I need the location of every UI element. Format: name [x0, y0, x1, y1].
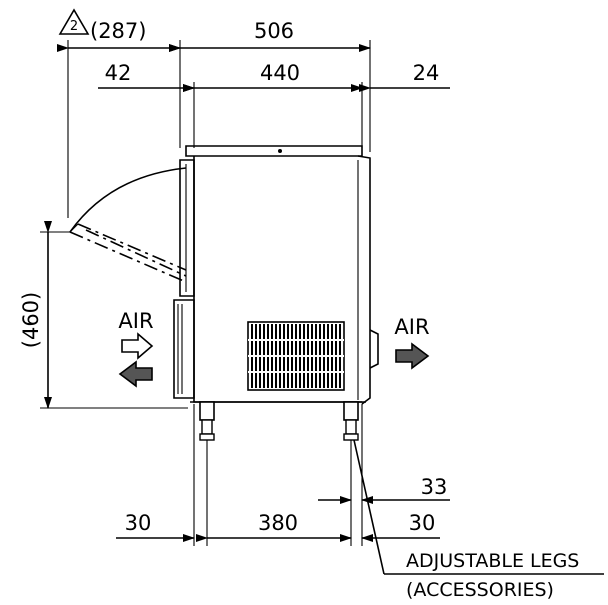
rear-air-outlet-arrow-icon [395, 342, 430, 370]
revision-triangle-icon: 2 [58, 8, 90, 35]
front-airflow: AIR [118, 309, 154, 388]
rear-airflow: AIR [394, 315, 430, 370]
front-door [179, 159, 195, 297]
adjustable-legs [199, 401, 359, 441]
door-swing-arc [69, 167, 187, 233]
top-dimensions [57, 40, 450, 218]
front-air-label: AIR [118, 309, 153, 333]
rear-connector [369, 329, 379, 369]
door-swing-label: (287) [90, 19, 146, 43]
front-offset-label: 42 [105, 61, 132, 85]
bottom-dimensions [116, 404, 450, 546]
rear-vent-grille [247, 321, 345, 391]
adjustable-legs-callout: ADJUSTABLE LEGS (ACCESSORIES) [353, 439, 604, 601]
top-lid [185, 145, 363, 157]
front-grille-panel [173, 299, 195, 399]
leg-offset-label: 33 [421, 475, 448, 499]
callout-line-1: ADJUSTABLE LEGS [406, 550, 579, 572]
door-height-dimension: (460) [19, 221, 188, 409]
leg-rear-label: 30 [409, 511, 436, 535]
callout-line-2: (ACCESSORIES) [406, 579, 554, 601]
leg-span-label: 380 [258, 511, 298, 535]
open-door-outline [69, 223, 187, 283]
body-depth-label: 440 [260, 61, 300, 85]
air-outlet-arrow-icon [118, 360, 153, 388]
overall-depth-label: 506 [254, 19, 294, 43]
door-height-label: (460) [19, 292, 43, 348]
rear-air-label: AIR [394, 315, 429, 339]
leg-front-label: 30 [125, 511, 152, 535]
air-inlet-arrow-icon [121, 332, 154, 360]
revision-number: 2 [70, 19, 78, 34]
rear-offset-label: 24 [413, 61, 440, 85]
ice-machine-side-view [69, 145, 379, 405]
